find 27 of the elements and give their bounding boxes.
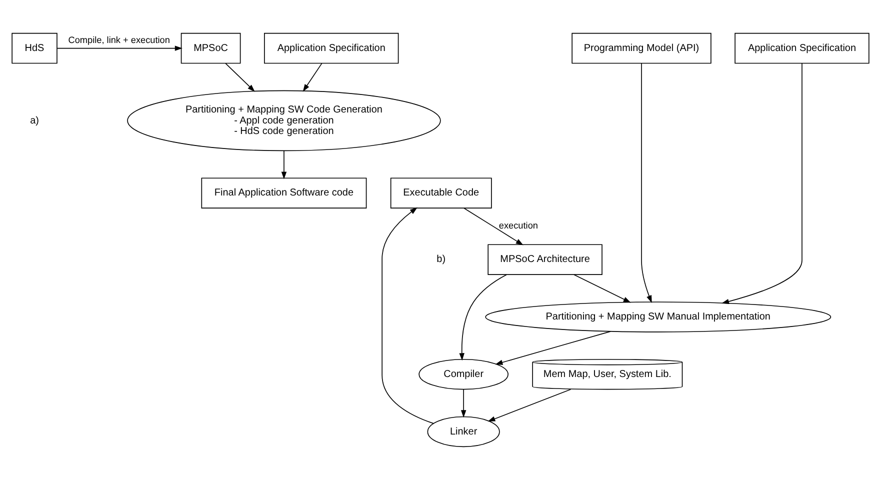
edge-label: Compile, link + execution	[68, 34, 170, 45]
node-box: MPSoC	[180, 32, 241, 64]
arrow	[459, 274, 508, 360]
label: b)	[436, 254, 446, 265]
arrow	[56, 45, 182, 50]
node-box: HdS	[12, 32, 58, 64]
node-box: MPSoC Architecture	[488, 244, 602, 274]
arrow	[302, 62, 322, 92]
arrow	[721, 62, 802, 304]
node-ellipse: Partitioning + Mapping SW Code Generation - Appl code generation - HdS code generation	[127, 90, 441, 151]
arrow	[460, 388, 466, 418]
arrow	[488, 388, 572, 422]
label: a)	[30, 114, 39, 126]
edge-label: execution	[498, 220, 538, 230]
node-box: Executable Code	[390, 177, 492, 208]
arrow	[495, 330, 611, 364]
arrow	[464, 207, 524, 245]
arrow	[382, 206, 434, 424]
node-box: Application Specification	[264, 32, 399, 64]
arrow	[281, 150, 287, 179]
node-box: Application Specification	[734, 32, 870, 64]
node-box: Final Application Software code	[201, 177, 367, 208]
arrow	[641, 62, 652, 302]
arrow	[225, 62, 255, 92]
node-box: Programming Model (API)	[572, 32, 712, 64]
node-ellipse: Partitioning + Mapping SW Manual Implementation	[485, 301, 832, 332]
arrow	[573, 274, 631, 302]
